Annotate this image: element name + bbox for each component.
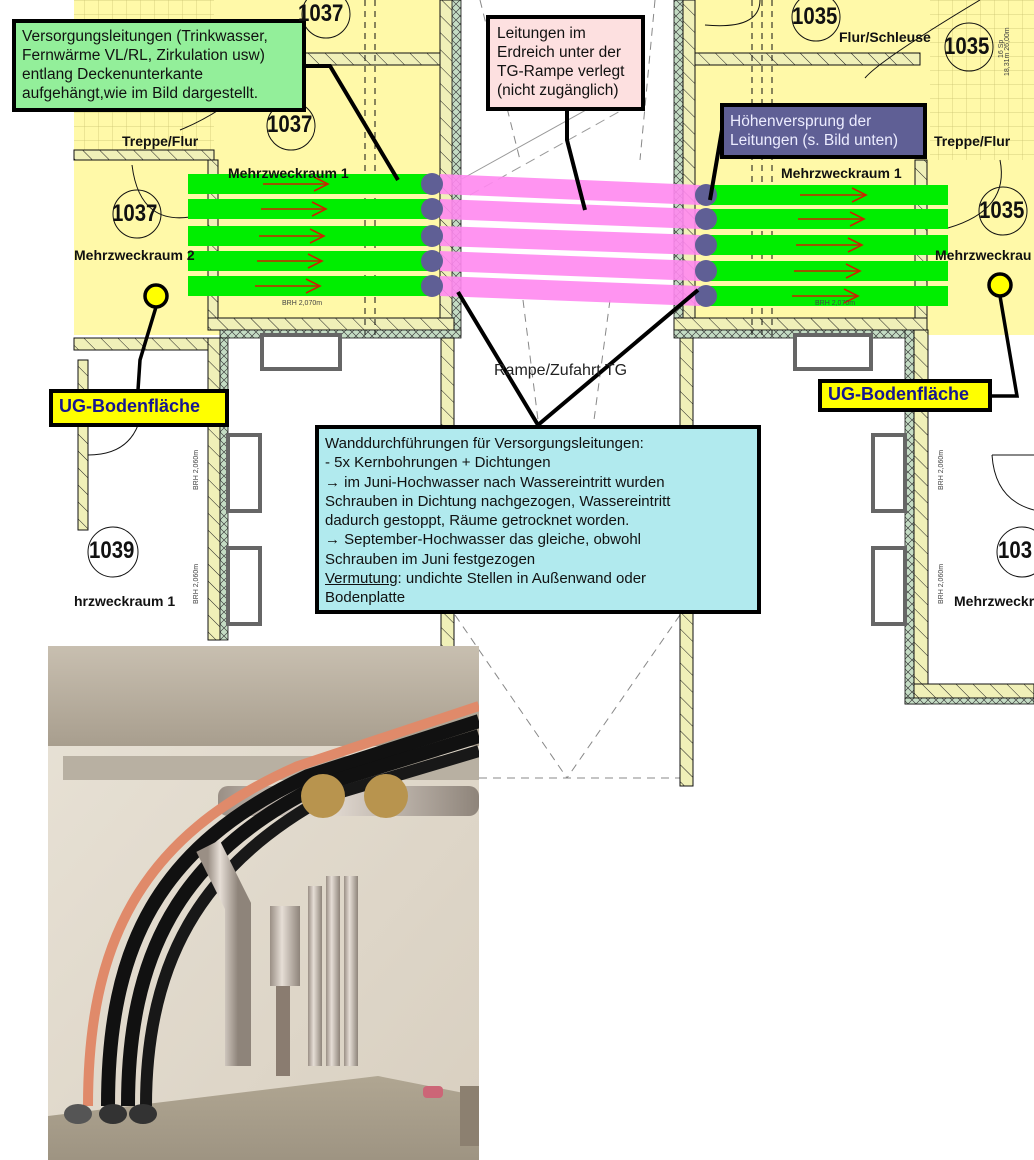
pipe-underground [440,251,700,281]
room-label-lower-right: Mehrzweckr [954,593,1034,609]
pipe-underground [440,226,700,255]
callout-line: Schrauben in Dichtung nachgezogen, Wasse… [325,492,671,510]
brh-label: BRH 2,070m [815,300,856,307]
flow-arrow-head [305,278,322,294]
brh-label: BRH 2,070m [282,300,323,307]
callout-height-offset: Höhenversprung der Leitungen (s. Bild un… [720,103,927,159]
room-label-mzr-right: Mehrzweckrau [935,247,1032,263]
core-drilling-right [695,285,717,307]
ug-floor-label-left: UG-Bodenfläche [49,389,229,427]
core-drilling-left [421,250,443,272]
room-label-mzr1-right: Mehrzweckraum 1 [781,165,902,181]
core-drilling-right [695,260,717,282]
pipes-layer [188,173,948,307]
callout-line: aufgehängt,wie im Bild dargestellt. [22,85,259,102]
ug-floor-label-right: UG-Bodenfläche [818,379,992,412]
core-drilling-right [695,208,717,230]
room-number: 103 [998,537,1033,564]
suspicion-label: Vermutung [325,570,398,588]
callout-line: Versorgungsleitungen (Trinkwasser, [22,28,268,45]
room-label-stair-right: Treppe/Flur [934,133,1011,149]
room-label-lower-left: hrzweckraum 1 [74,593,176,609]
flow-arrow-head [313,176,330,192]
callout-underground-lines: Leitungen im Erdreich unter der TG-Rampe… [486,15,645,111]
flow-arrow-head [311,201,328,217]
ramp-label: Rampe/Zufahrt TG [494,362,628,379]
ug-marker-left [136,283,169,391]
flow-arrow-head [843,288,860,304]
core-drilling-left [421,225,443,247]
callout-line: Wanddurchführungen für Versorgungsleitun… [325,435,644,452]
room-number: 1039 [89,537,135,564]
brh-label-vertical: BRH 2,060m [193,563,200,604]
room-label-mzr2-left: Mehrzweckraum 2 [74,247,195,263]
pipe-installation-photo [48,646,479,1160]
callout-line: Erdreich unter der [497,44,622,61]
suspicion-text: : undichte Stellen in Außenwand oder [397,570,647,588]
core-drilling-right [695,234,717,256]
core-drilling-left [421,173,443,195]
core-drilling-left [421,275,443,297]
flow-arrow-head [851,187,868,203]
callout-line: Fernwärme VL/RL, Zirkulation usw) [22,47,265,64]
callout-line: Leitungen im [497,25,586,42]
flow-arrow-head [849,211,866,227]
callout-supply-lines: Versorgungsleitungen (Trinkwasser, Fernw… [12,19,306,112]
callout-line: Bodenplatte [325,589,406,607]
ug-marker-right [987,272,1020,398]
flow-arrow-head [307,253,324,269]
room-number: 1037 [112,200,158,227]
callout-line: dadurch gestoppt, Räume getrocknet worde… [325,512,630,530]
callout-line: - 5x Kernbohrungen + Dichtungen [325,454,551,472]
photo-illustration [48,646,479,1160]
pipe-underground [440,276,700,306]
room-number: 1035 [944,33,990,60]
callout-wall-penetrations: Wanddurchführungen für Versorgungsleitun… [315,425,761,614]
brh-label-vertical: BRH 2,060m [938,563,945,604]
area-label: 18,31m 26,00m [1004,27,1011,76]
callout-line: Leitungen (s. Bild unten) [730,132,899,149]
flow-arrow-head [845,263,862,279]
core-drilling-left [421,198,443,220]
flow-arrow-head [847,237,864,253]
callout-line: → im Juni-Hochwasser nach Wassereintritt… [325,473,665,491]
pipe-underground [440,174,700,205]
room-number: 1037 [298,0,344,27]
room-label-stair-left: Treppe/Flur [122,133,199,149]
callout-suspicion-line: Vermutung: undichte Stellen in Außenwand… [325,569,751,588]
brh-label-vertical: BRH 2,060m [193,449,200,490]
pipe-underground [440,199,700,229]
callout-line: entlang Deckenunterkante [22,66,203,83]
room-label-lock: Flur/Schleuse [839,29,931,45]
room-number: 1035 [792,3,838,30]
room-label-mzr1-left: Mehrzweckraum 1 [228,165,349,181]
callout-line: Höhenversprung der [730,113,872,130]
callout-line: TG-Rampe verlegt [497,63,625,80]
room-number: 1037 [267,111,313,138]
callout-line: Schrauben im Juni festgezogen [325,550,536,568]
room-number: 1035 [979,197,1025,224]
callout-line: (nicht zugänglich) [497,82,619,99]
brh-label-vertical: BRH 2,060m [938,449,945,490]
callout-line: → September-Hochwasser das gleiche, obwo… [325,531,641,549]
flow-arrow-head [309,228,326,244]
